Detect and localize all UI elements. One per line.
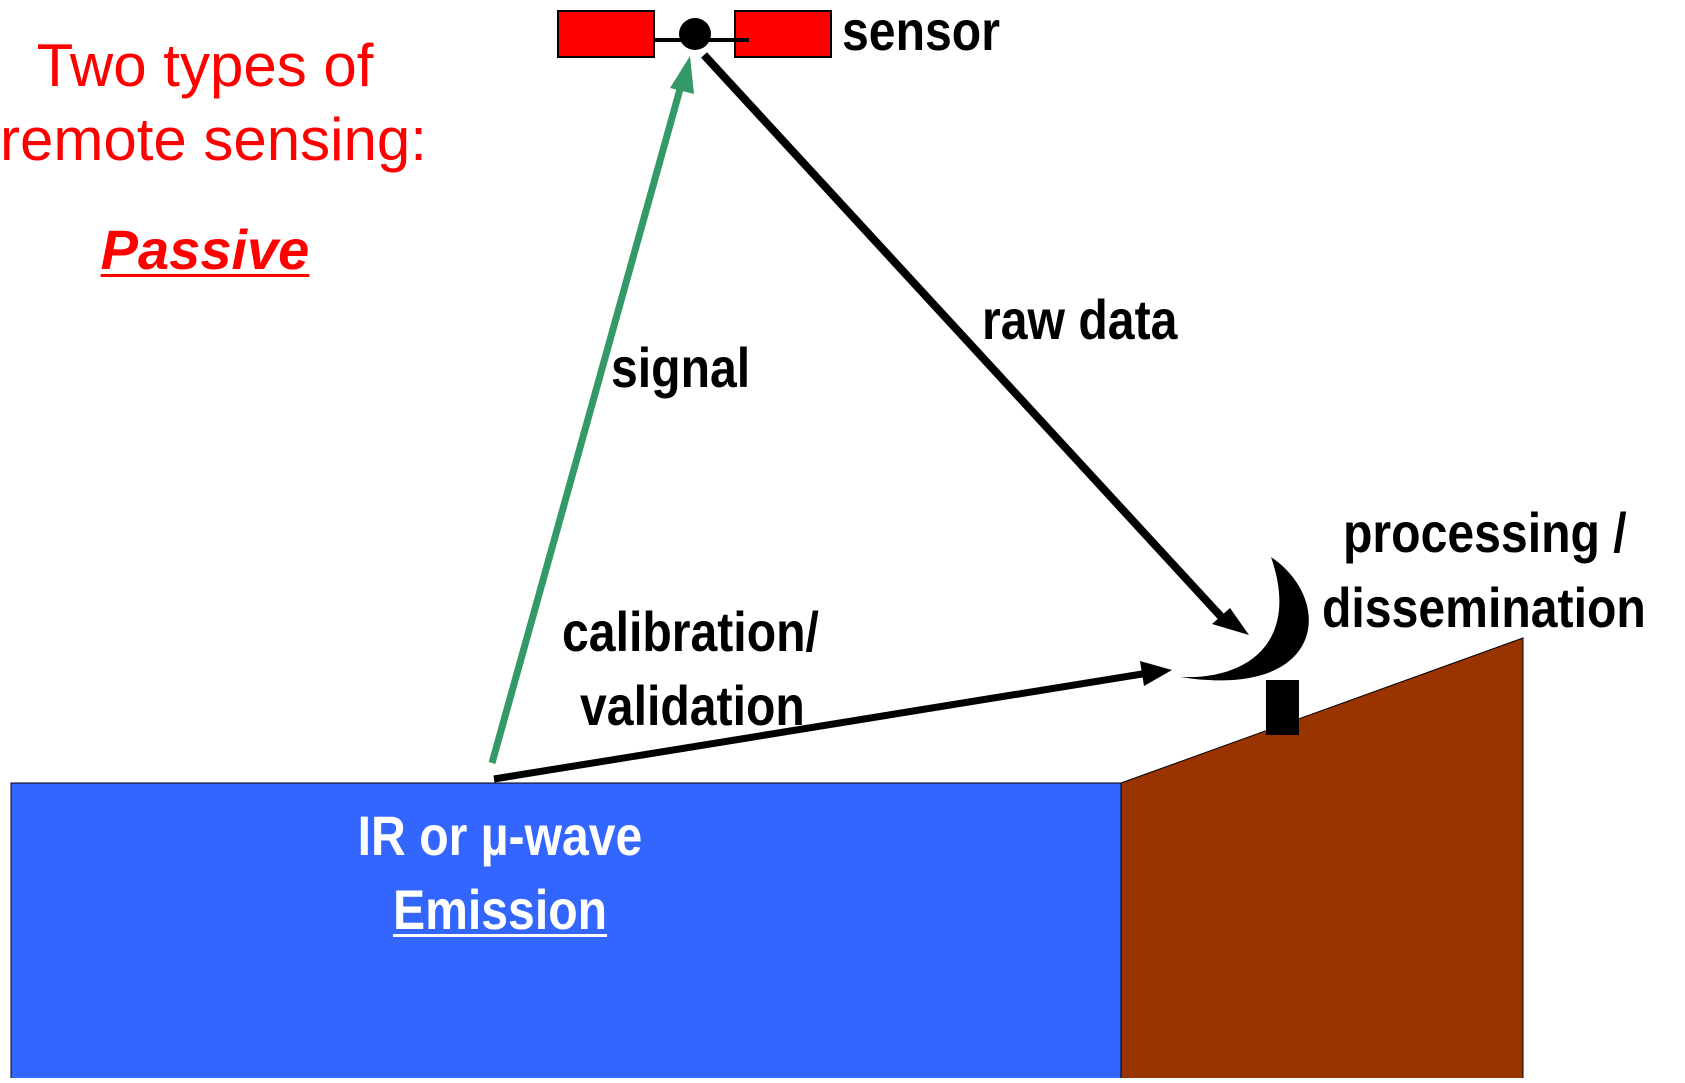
signal-label: signal (611, 336, 751, 399)
calibration-label-line-2: validation (580, 674, 805, 737)
emission-label-line-1: IR or µ-wave (357, 804, 643, 867)
land-slope (1120, 637, 1524, 1083)
calibration-arrow (493, 661, 1172, 783)
satellite-body (679, 18, 711, 50)
emission-label-line-2: Emission (328, 882, 672, 938)
solar-panel-left (557, 10, 655, 58)
processing-label-line-2: dissemination (1322, 576, 1646, 639)
satellite-dish-icon (1180, 557, 1309, 735)
raw-data-label: raw data (982, 288, 1178, 351)
sensor-label: sensor (842, 0, 1000, 62)
processing-label-line-1: processing / (1343, 501, 1627, 564)
satellite-icon (557, 10, 832, 58)
title-line-1: Two types of (36, 32, 374, 99)
signal-arrow (488, 56, 694, 764)
solar-panel-right (734, 10, 832, 58)
raw-data-arrow (701, 52, 1249, 635)
emission-word: Emission (392, 878, 608, 941)
water-surface (10, 782, 1122, 1083)
mode-label: Passive (100, 218, 310, 281)
title-line-2: remote sensing: (0, 106, 427, 173)
calibration-label-line-1: calibration/ (562, 600, 819, 663)
